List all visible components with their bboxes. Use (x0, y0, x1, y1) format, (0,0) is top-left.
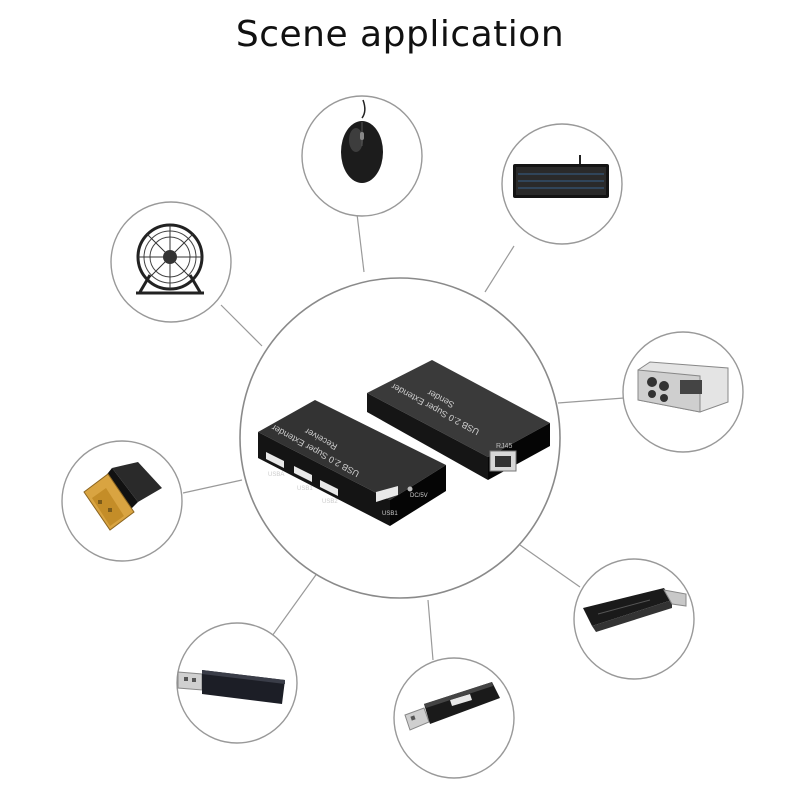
usb-dongle-icon (177, 670, 285, 704)
rj45-port-label: RJ45 (496, 443, 512, 450)
port-label-dc5v: DC/5V (410, 493, 428, 499)
usb-fan-icon (136, 223, 204, 295)
usb-port-icons (266, 452, 398, 502)
port-label-usb1-b: USB1 (382, 511, 398, 517)
port-label-usb2: USB2 (322, 499, 338, 505)
card-reader-icon (583, 588, 687, 632)
connector-lines (182, 213, 625, 661)
port-label-usba: USBA (268, 472, 284, 478)
fan-device (110, 201, 232, 323)
central-circle (239, 277, 561, 599)
security-camera-icon (637, 361, 729, 413)
receiver-unit: USB 2.0 Super Extender Receiver USBA USB… (258, 400, 446, 526)
bluetooth-adapter-device (61, 440, 183, 562)
usb-flash-drive-icon (404, 682, 500, 731)
card-reader-device (573, 558, 695, 680)
camera-device (622, 331, 744, 453)
flash-drive-device (393, 657, 515, 779)
keyboard-device (501, 123, 623, 245)
usb-adapter-icon (83, 462, 162, 531)
mouse-icon (341, 99, 383, 183)
wireless-dongle-device (176, 622, 298, 744)
port-label-usb1: USB1 (297, 486, 313, 492)
mouse-device (301, 95, 423, 217)
keyboard-icon (513, 155, 609, 198)
scene-title: Scene application (235, 14, 565, 55)
sender-unit: USB 2.0 Super Extender Sender RJ45 (367, 360, 550, 480)
